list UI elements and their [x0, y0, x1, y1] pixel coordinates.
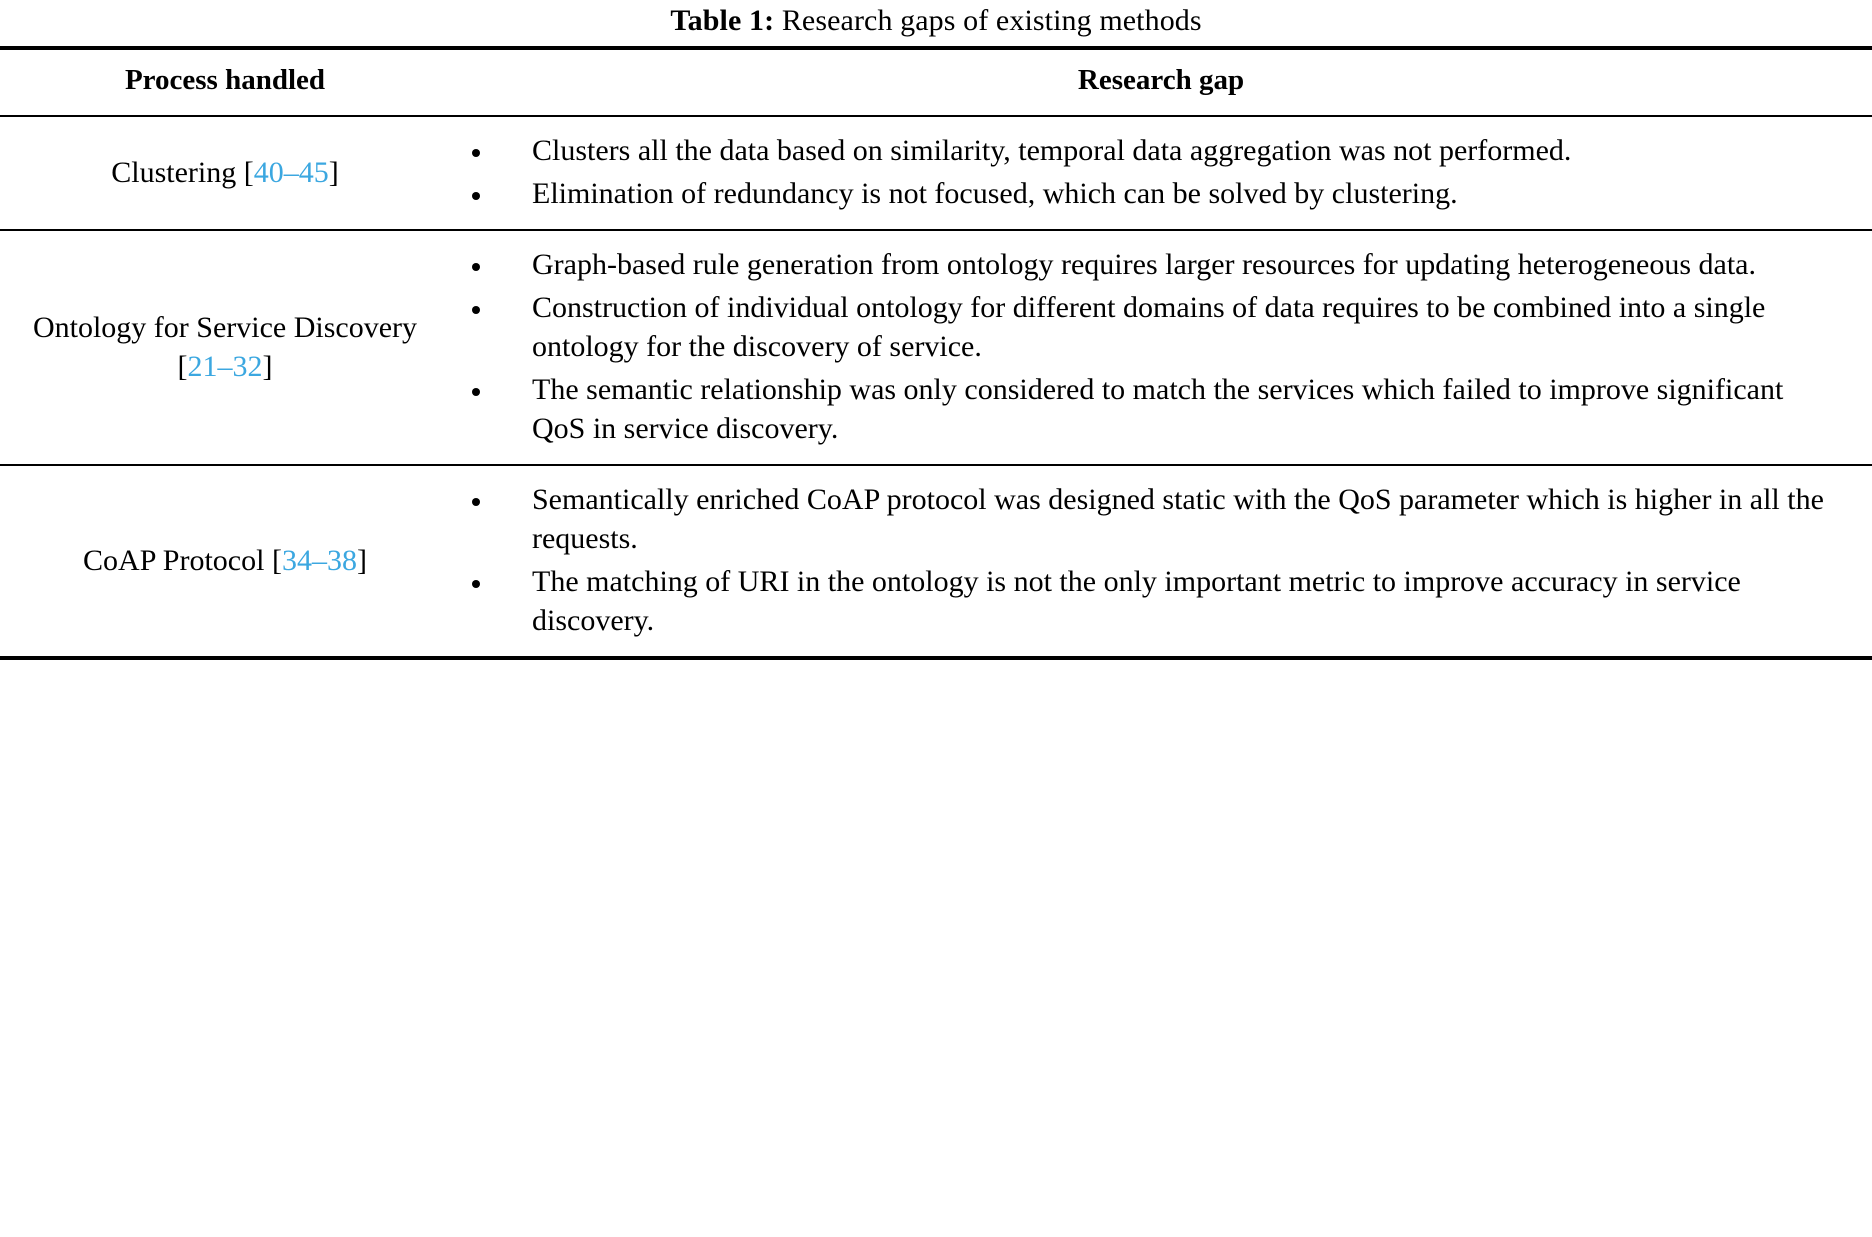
process-name: CoAP Protocol: [83, 543, 265, 577]
process-handled-cell: Clustering [40–45]: [0, 115, 450, 230]
gap-list: Semantically enriched CoAP protocol was …: [450, 480, 1842, 640]
process-handled-cell: Ontology for Service Discovery [21–32]: [0, 229, 450, 465]
table-row: Clustering [40–45] Clusters all the data…: [0, 115, 1872, 230]
list-item: The matching of URI in the ontology is n…: [450, 562, 1842, 640]
bottom-rule-right: [450, 656, 1872, 662]
table-header: Process handled Research gap: [0, 46, 1872, 116]
citation-link[interactable]: 21–32: [187, 349, 263, 383]
table-row: Ontology for Service Discovery [21–32] G…: [0, 229, 1872, 465]
gap-list: Graph-based rule generation from ontolog…: [450, 245, 1842, 448]
citation-open-bracket: [: [243, 155, 254, 189]
research-gaps-table: Process handled Research gap Clustering …: [0, 46, 1872, 662]
column-header-research-gap: Research gap: [450, 46, 1872, 116]
citation-close-bracket: ]: [356, 543, 367, 577]
caption-label: Table 1:: [670, 4, 775, 37]
caption-text: Research gaps of existing methods: [781, 4, 1202, 37]
citation-link[interactable]: 40–45: [253, 155, 329, 189]
citation-close-bracket: ]: [328, 155, 339, 189]
list-item: Clusters all the data based on similarit…: [450, 131, 1842, 170]
list-item: Construction of individual ontology for …: [450, 288, 1842, 366]
citation-open-bracket: [: [271, 543, 282, 577]
gap-list: Clusters all the data based on similarit…: [450, 131, 1842, 213]
research-gap-cell: Clusters all the data based on similarit…: [450, 115, 1872, 230]
process-name: Clustering: [111, 155, 237, 189]
table-body: Clustering [40–45] Clusters all the data…: [0, 115, 1872, 662]
column-header-process-handled: Process handled: [0, 46, 450, 116]
list-item: Graph-based rule generation from ontolog…: [450, 245, 1842, 284]
research-gap-cell: Semantically enriched CoAP protocol was …: [450, 464, 1872, 658]
citation-close-bracket: ]: [262, 349, 273, 383]
research-gap-cell: Graph-based rule generation from ontolog…: [450, 229, 1872, 465]
list-item: Semantically enriched CoAP protocol was …: [450, 480, 1842, 558]
header-row: Process handled Research gap: [0, 46, 1872, 116]
citation-open-bracket: [: [177, 349, 188, 383]
table-row: CoAP Protocol [34–38] Semantically enric…: [0, 464, 1872, 658]
process-handled-cell: CoAP Protocol [34–38]: [0, 464, 450, 658]
list-item: The semantic relationship was only consi…: [450, 370, 1842, 448]
table-caption: Table 1: Research gaps of existing metho…: [0, 0, 1872, 46]
list-item: Elimination of redundancy is not focused…: [450, 174, 1842, 213]
bottom-rule-left: [0, 656, 450, 662]
process-name: Ontology for Service Discovery: [32, 311, 418, 345]
table-bottom-rule-row: [0, 656, 1872, 662]
citation-link[interactable]: 34–38: [281, 543, 357, 577]
